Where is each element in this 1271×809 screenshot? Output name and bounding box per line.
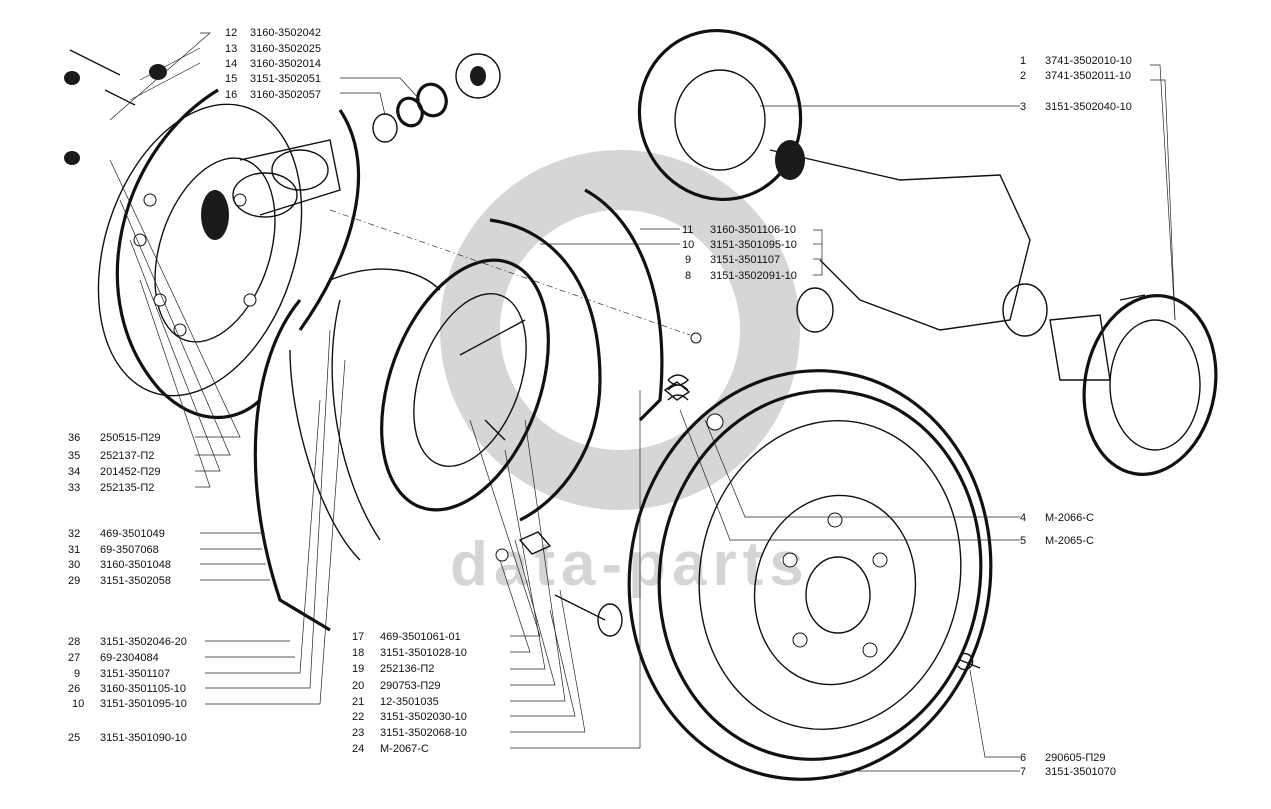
callout-code: 3151-3502040-10 [1045, 101, 1132, 113]
callout-num: 22 [352, 711, 364, 723]
callout-num: 16 [225, 89, 237, 101]
callout-num: 33 [68, 482, 80, 494]
callout-code: 3741-3502010-10 [1045, 55, 1132, 67]
callout-code: 3151-3501090-10 [100, 732, 187, 744]
callout-num: 28 [68, 636, 80, 648]
callout-code: 252136-П2 [380, 663, 434, 675]
brake-shoe-assembly [380, 258, 550, 512]
callout-num: 9 [74, 668, 80, 680]
callout-num: 1 [1020, 55, 1026, 67]
callout-num: 6 [1020, 752, 1026, 764]
callout-code: М-2066-С [1045, 512, 1094, 524]
callout-code: 201452-П29 [100, 466, 161, 478]
callout-num: 24 [352, 743, 364, 755]
bleeder-screw-parts [64, 49, 167, 165]
callout-code: 469-3501049 [100, 528, 165, 540]
backing-plate [97, 88, 361, 420]
callout-code: 3160-3501106-10 [710, 224, 796, 236]
callout-num: 4 [1020, 512, 1026, 524]
leader-lines [109, 32, 1176, 772]
callout-code: 3151-3501070 [1045, 766, 1116, 778]
callout-num: 13 [225, 43, 237, 55]
callout-code: 69-2304084 [100, 652, 159, 664]
callout-code: 3151-3502030-10 [380, 711, 467, 723]
wheel-cylinder [232, 139, 341, 218]
callout-code: 3151-3502046-20 [100, 636, 187, 648]
brake-shoe-lining [253, 268, 441, 632]
callout-num: 12 [225, 27, 237, 39]
callout-code: 3151-3502091-10 [710, 270, 797, 282]
callout-code: 3151-3501107 [100, 668, 170, 680]
callout-code: 290753-П29 [380, 680, 441, 692]
callout-labels: 1 3741-3502010-10 2 3741-3502011-10 3 31… [68, 27, 1132, 778]
callout-code: 3741-3502011-10 [1045, 70, 1131, 82]
callout-num: 3 [1020, 101, 1026, 113]
callout-num: 10 [72, 698, 84, 710]
callout-num: 20 [352, 680, 364, 692]
callout-num: 34 [68, 466, 80, 478]
axle-housing [637, 28, 1048, 337]
callout-num: 15 [225, 73, 237, 85]
callout-num: 26 [68, 683, 80, 695]
callout-num: 14 [225, 58, 237, 70]
callout-code: 3160-3502014 [250, 58, 321, 70]
callout-num: 10 [682, 239, 694, 251]
callout-code: 252135-П2 [100, 482, 154, 494]
callout-num: 23 [352, 727, 364, 739]
callout-code: 3151-3501095-10 [100, 698, 187, 710]
callout-num: 30 [68, 559, 80, 571]
callout-code: 3160-3501048 [100, 559, 171, 571]
callout-num: 27 [68, 652, 80, 664]
callout-code: М-2067-С [380, 743, 429, 755]
callout-code: 3160-3501105-10 [100, 683, 186, 695]
rear-brake-assembly [1049, 294, 1218, 476]
callout-code: 3160-3502057 [250, 89, 321, 101]
callout-code: 3151-3501107 [710, 254, 780, 266]
upper-brake-shoe [489, 188, 664, 522]
callout-code: 69-3507068 [100, 544, 159, 556]
callout-num: 11 [682, 224, 693, 236]
callout-num: 17 [352, 631, 364, 643]
callout-code: 290605-П29 [1045, 752, 1106, 764]
mounting-bolt [495, 531, 623, 637]
callout-code: 3151-3501095-10 [710, 239, 797, 251]
callout-code: 3160-3502042 [250, 27, 321, 39]
cylinder-seals [372, 53, 501, 143]
callout-code: 469-3501061-01 [380, 631, 461, 643]
callout-num: 7 [1020, 766, 1026, 778]
callout-code: 3151-3501028-10 [380, 647, 467, 659]
callout-num: 5 [1020, 535, 1026, 547]
callout-num: 25 [68, 732, 80, 744]
callout-num: 2 [1020, 70, 1026, 82]
callout-num: 35 [68, 450, 80, 462]
callout-num: 8 [685, 270, 691, 282]
callout-num: 31 [68, 544, 80, 556]
adjuster-spring [663, 332, 724, 431]
callout-num: 36 [68, 432, 80, 444]
callout-code: 3151-3502058 [100, 575, 171, 587]
callout-code: М-2065-С [1045, 535, 1094, 547]
callout-num: 9 [685, 254, 691, 266]
callout-code: 3151-3502051 [250, 73, 321, 85]
assembly-axis [329, 209, 691, 336]
callout-num: 32 [68, 528, 80, 540]
brake-drum [627, 369, 993, 781]
callout-code: 250515-П29 [100, 432, 161, 444]
callout-code: 252137-П2 [100, 450, 154, 462]
callout-num: 19 [352, 663, 364, 675]
callout-code: 12-3501035 [380, 696, 439, 708]
callout-code: 3160-3502025 [250, 43, 321, 55]
callout-code: 3151-3502068-10 [380, 727, 467, 739]
callout-num: 29 [68, 575, 80, 587]
callout-num: 21 [352, 696, 364, 708]
callout-num: 18 [352, 647, 364, 659]
